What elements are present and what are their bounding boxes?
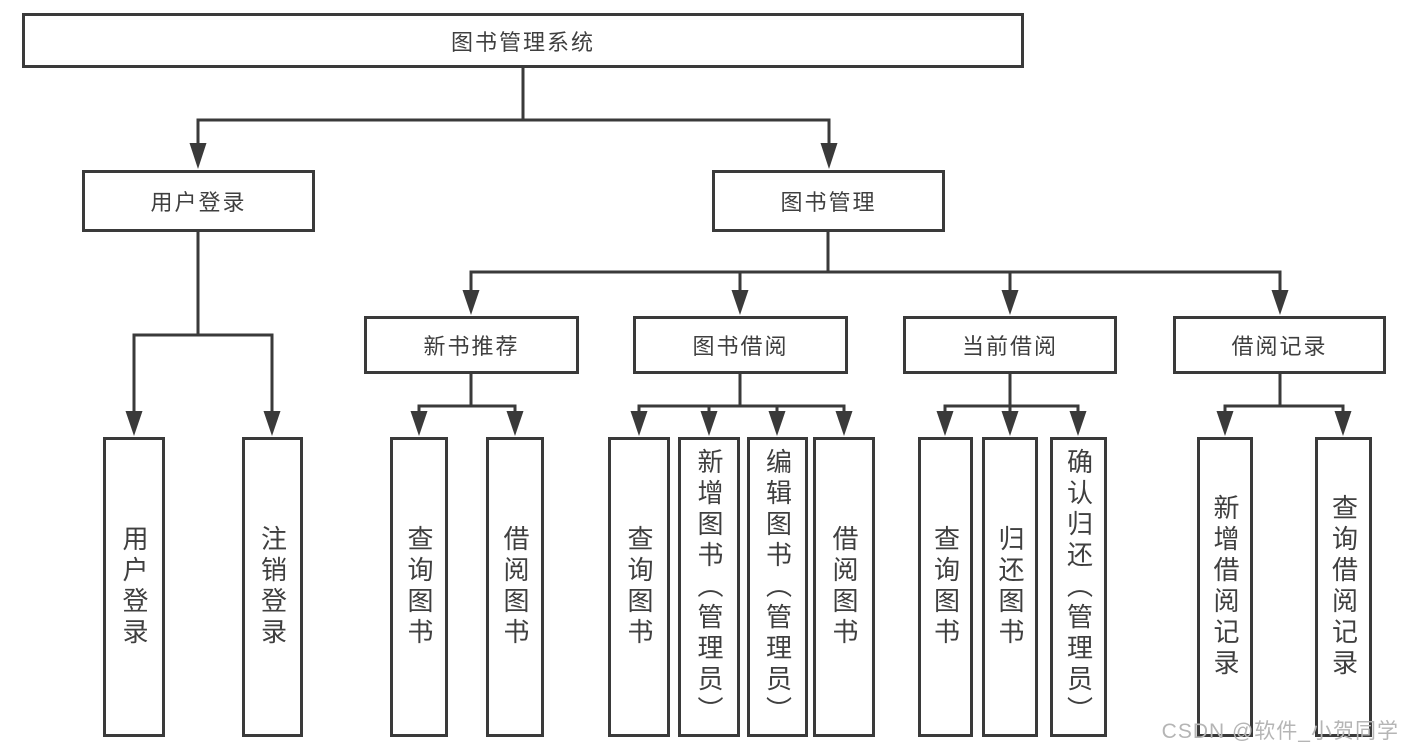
leaf-user-login: 用户登录 bbox=[103, 437, 165, 737]
connector-user-login-children bbox=[125, 232, 281, 436]
leaf-logout: 注销登录 bbox=[242, 437, 303, 737]
connector-new-book-rec-children bbox=[410, 374, 524, 436]
leaf-bb-add-books: 新增图书（管理员） bbox=[678, 437, 740, 737]
leaf-cb-query-books-label: 查询图书 bbox=[930, 525, 961, 649]
leaf-br-query-record: 查询借阅记录 bbox=[1315, 437, 1372, 737]
node-user-login: 用户登录 bbox=[82, 170, 315, 232]
leaf-bb-edit-books: 编辑图书（管理员） bbox=[747, 437, 808, 737]
leaf-br-add-record-label: 新增借阅记录 bbox=[1210, 494, 1240, 680]
leaf-cb-return-books-label: 归还图书 bbox=[995, 525, 1025, 649]
node-current-borrow-label: 当前借阅 bbox=[961, 334, 1058, 359]
leaf-br-query-record-label: 查询借阅记录 bbox=[1328, 494, 1359, 680]
connector-root-to-level2 bbox=[189, 68, 838, 169]
leaf-cb-confirm-return-label: 确认归还（管理员） bbox=[1063, 447, 1094, 727]
leaf-br-add-record: 新增借阅记录 bbox=[1197, 437, 1253, 737]
leaf-cb-confirm-return: 确认归还（管理员） bbox=[1050, 437, 1107, 737]
leaf-bb-query-books-label: 查询图书 bbox=[624, 525, 654, 649]
leaf-nbr-borrow-books-label: 借阅图书 bbox=[500, 525, 530, 649]
connector-borrow-records-children bbox=[1216, 374, 1352, 436]
node-borrow-records: 借阅记录 bbox=[1173, 316, 1386, 374]
node-borrow-records-label: 借阅记录 bbox=[1231, 334, 1328, 359]
connector-current-borrow-children bbox=[936, 374, 1087, 436]
node-user-login-label: 用户登录 bbox=[150, 190, 247, 215]
leaf-nbr-query-books-label: 查询图书 bbox=[404, 525, 434, 649]
node-root: 图书管理系统 bbox=[22, 13, 1024, 68]
node-book-borrow-label: 图书借阅 bbox=[692, 334, 789, 359]
connector-book-borrow-children bbox=[630, 374, 853, 436]
connector-book-mgmt-children bbox=[462, 232, 1289, 315]
node-new-book-rec-label: 新书推荐 bbox=[423, 334, 520, 359]
leaf-cb-return-books: 归还图书 bbox=[982, 437, 1038, 737]
leaf-bb-edit-books-label: 编辑图书（管理员） bbox=[762, 447, 793, 727]
leaf-cb-query-books: 查询图书 bbox=[918, 437, 973, 737]
node-new-book-rec: 新书推荐 bbox=[364, 316, 579, 374]
leaf-bb-query-books: 查询图书 bbox=[608, 437, 670, 737]
leaf-user-login-label: 用户登录 bbox=[119, 525, 149, 649]
node-book-mgmt: 图书管理 bbox=[712, 170, 945, 232]
leaf-bb-borrow-books-label: 借阅图书 bbox=[829, 525, 859, 649]
leaf-bb-borrow-books: 借阅图书 bbox=[813, 437, 875, 737]
node-book-borrow: 图书借阅 bbox=[633, 316, 848, 374]
leaf-logout-label: 注销登录 bbox=[257, 525, 288, 649]
leaf-bb-add-books-label: 新增图书（管理员） bbox=[694, 447, 724, 727]
leaf-nbr-query-books: 查询图书 bbox=[390, 437, 448, 737]
node-current-borrow: 当前借阅 bbox=[903, 316, 1117, 374]
leaf-nbr-borrow-books: 借阅图书 bbox=[486, 437, 544, 737]
csdn-watermark: CSDN @软件_小贺同学 bbox=[1161, 720, 1399, 743]
node-book-mgmt-label: 图书管理 bbox=[780, 190, 877, 215]
node-root-label: 图书管理系统 bbox=[450, 29, 595, 55]
